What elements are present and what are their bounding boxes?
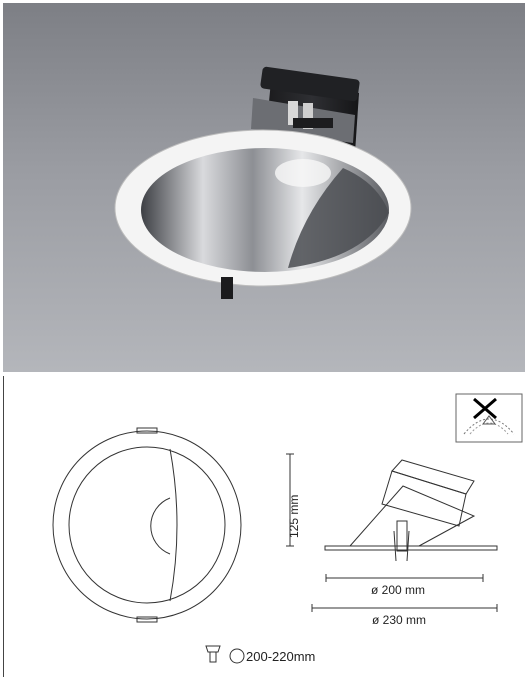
- front-view-outer-ring: [52, 430, 242, 620]
- front-view-clip-bottom: [136, 616, 158, 623]
- side-view-reflector: [349, 485, 476, 547]
- inner-diameter-line: [325, 574, 484, 582]
- product-photo: [3, 3, 525, 372]
- height-dimension-label: 125 mm: [287, 494, 301, 538]
- front-view-reflector-edge: [169, 448, 178, 602]
- front-view-inner-ring: [68, 446, 226, 604]
- inner-diameter-label: ø 200 mm: [371, 583, 426, 597]
- front-view-clip-top: [136, 427, 158, 434]
- height-dimension-line: [286, 453, 294, 547]
- side-view-housing: [381, 470, 467, 527]
- downlight-photo: [114, 66, 412, 299]
- dimension-drawing: [52, 393, 523, 664]
- side-view-trim: [324, 545, 498, 551]
- cutout-label: 200-220mm: [246, 649, 316, 664]
- outer-diameter-line: [311, 604, 498, 612]
- circle-icon: [229, 648, 245, 664]
- no-insulation-cover-icon: [455, 393, 523, 443]
- side-view-housing-top: [391, 459, 475, 495]
- outer-diameter-label: ø 230 mm: [372, 613, 427, 627]
- side-view-clip-legs: [393, 530, 410, 562]
- front-view-lamp-arc: [150, 497, 171, 555]
- ceiling-cutout-icon: [205, 645, 221, 663]
- side-view-clip: [396, 520, 408, 552]
- technical-drawing: 125 mm ø 200 mm ø 230 mm 200-220mm: [3, 376, 526, 677]
